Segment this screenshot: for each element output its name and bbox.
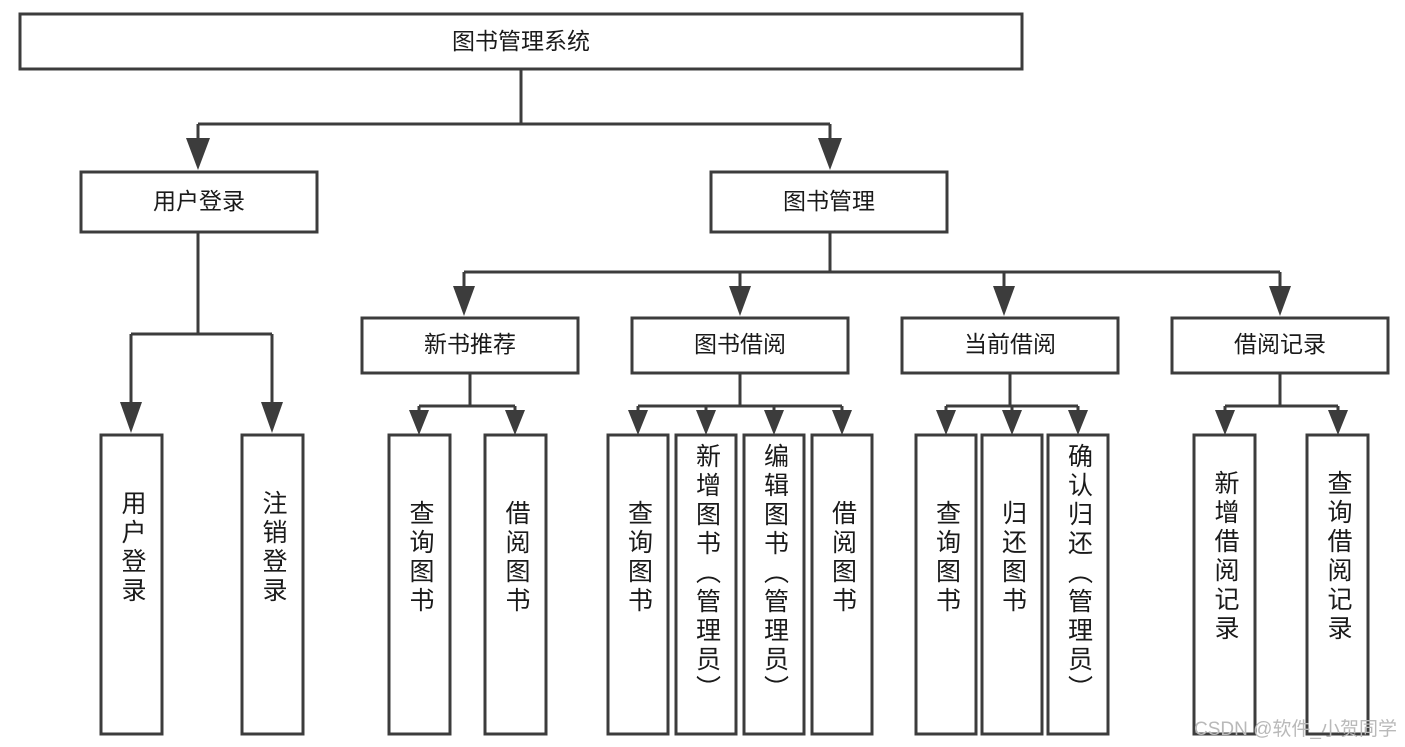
arrow-head-cb-leaf1: [936, 410, 956, 435]
leaf-box-bb-edit-book[interactable]: [742, 433, 806, 736]
arrow-head-br-leaf1: [1215, 410, 1235, 435]
arrow-head-nb-leaf2: [505, 410, 525, 435]
node-box-book-borrow[interactable]: [630, 316, 850, 375]
arrow-head-br-leaf2: [1328, 410, 1348, 435]
leaf-box-bb-query-book[interactable]: [606, 433, 670, 736]
node-label-book-manage: 图书管理: [783, 188, 875, 214]
arrow-head-leaf-user-login: [120, 402, 142, 433]
arrow-head-book-borrow: [729, 286, 751, 316]
node-box-borrow-record[interactable]: [1170, 316, 1390, 375]
node-label-root: 图书管理系统: [452, 28, 590, 54]
node-label-new-book-recommend: 新书推荐: [424, 331, 516, 357]
node-label-current-borrow: 当前借阅: [964, 331, 1056, 357]
leaf-box-nb-borrow-book[interactable]: [483, 433, 548, 736]
arrow-head-bb-leaf4: [832, 410, 852, 435]
connector-layer: [120, 68, 1348, 435]
node-box-root[interactable]: [18, 12, 1024, 71]
node-label-book-borrow: 图书借阅: [694, 331, 786, 357]
leaf-box-user-login[interactable]: [99, 433, 164, 736]
arrow-head-nb-leaf1: [409, 410, 429, 435]
arrow-head-leaf-logout: [261, 402, 283, 433]
leaf-box-nb-query-book[interactable]: [387, 433, 452, 736]
leaf-box-cb-confirm-return[interactable]: [1046, 433, 1110, 736]
arrow-head-bb-leaf1: [628, 410, 648, 435]
leaf-box-bb-borrow-book[interactable]: [810, 433, 874, 736]
arrow-head-bb-leaf2: [696, 410, 716, 435]
node-layer: 图书管理系统 用户登录 图书管理 新书推荐 图书借阅 当前借阅 借阅记录: [18, 12, 1390, 736]
leaf-box-bb-add-book[interactable]: [674, 433, 738, 736]
node-label-borrow-record: 借阅记录: [1234, 331, 1326, 357]
leaf-box-cb-return-book[interactable]: [980, 433, 1044, 736]
node-label-user-login: 用户登录: [153, 188, 245, 214]
leaf-box-logout[interactable]: [240, 433, 305, 736]
leaf-box-cb-query-book[interactable]: [914, 433, 978, 736]
arrow-head-bb-leaf3: [764, 410, 784, 435]
arrow-head-cb-leaf2: [1002, 410, 1022, 435]
leaf-box-br-add-record[interactable]: [1192, 433, 1257, 736]
node-box-book-manage[interactable]: [709, 170, 949, 234]
node-box-current-borrow[interactable]: [900, 316, 1120, 375]
arrow-head-book-manage: [818, 138, 842, 170]
arrow-head-user-login: [186, 138, 210, 170]
arrow-head-cb-leaf3: [1068, 410, 1088, 435]
node-box-user-login[interactable]: [79, 170, 319, 234]
arrow-head-new-book: [453, 286, 475, 316]
arrow-head-current-borrow: [993, 286, 1015, 316]
leaf-box-br-query-record[interactable]: [1305, 433, 1370, 736]
arrow-head-borrow-record: [1269, 286, 1291, 316]
node-box-new-book-recommend[interactable]: [360, 316, 580, 375]
